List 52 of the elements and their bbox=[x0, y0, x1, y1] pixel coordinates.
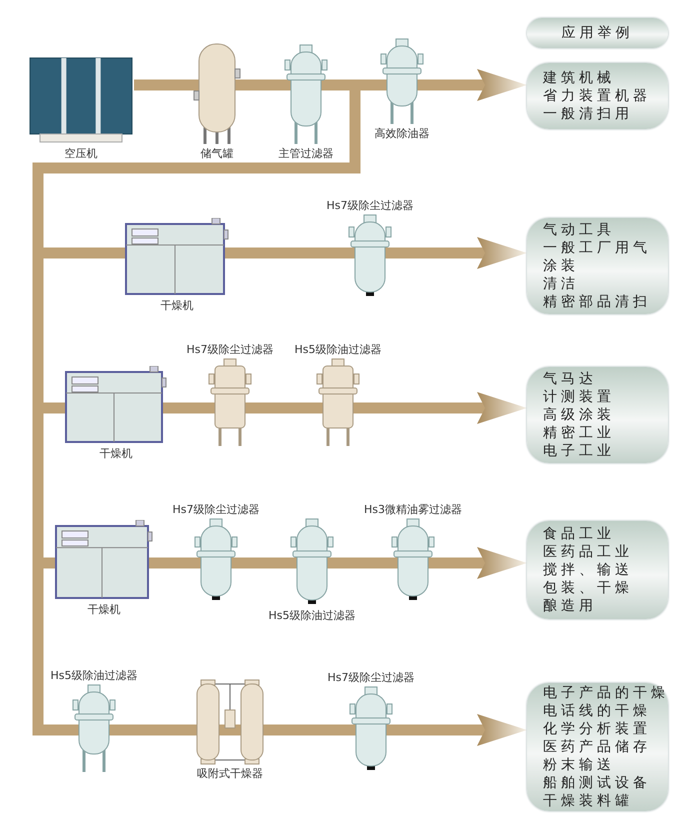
pipe-arrow bbox=[417, 714, 527, 746]
application-item: 高级涂装 bbox=[543, 406, 616, 424]
application-item: 粉末输送 bbox=[543, 756, 616, 774]
application-item: 气动工具 bbox=[543, 221, 616, 239]
application-item: 船舶测试设备 bbox=[543, 774, 652, 792]
application-panel bbox=[527, 521, 668, 619]
pipe-arrow bbox=[464, 547, 527, 579]
application-item: 酿造用 bbox=[543, 597, 598, 615]
equipment-label: Hs5级除油过滤器 bbox=[294, 342, 382, 358]
application-item: 化学分析装置 bbox=[543, 720, 652, 738]
application-item: 电子产品的干燥 bbox=[543, 684, 668, 702]
equipment-label: Hs7级除尘过滤器 bbox=[172, 502, 260, 518]
application-item: 搅拌、输送 bbox=[543, 561, 634, 579]
application-panel bbox=[527, 367, 668, 463]
equipment-label: Hs7级除尘过滤器 bbox=[327, 670, 414, 686]
equipment-label: 主管过滤器 bbox=[278, 146, 334, 162]
equipment-label: 储气罐 bbox=[200, 146, 234, 162]
application-item: 干燥装料罐 bbox=[543, 792, 634, 810]
application-item: 建筑机械 bbox=[543, 69, 616, 87]
equipment-label: 干燥机 bbox=[100, 446, 132, 462]
equipment-label: Hs3微精油雾过滤器 bbox=[364, 502, 462, 518]
application-item: 一般清扫用 bbox=[543, 105, 634, 123]
application-item: 食品工业 bbox=[543, 525, 616, 543]
application-panel bbox=[527, 218, 668, 314]
equipment-label: 干燥机 bbox=[160, 298, 194, 314]
application-item: 计测装置 bbox=[543, 388, 616, 406]
equipment-label: Hs7级除尘过滤器 bbox=[326, 198, 414, 214]
application-item: 清洁 bbox=[543, 275, 580, 293]
equipment-label: Hs7级除尘过滤器 bbox=[186, 342, 274, 358]
application-item: 精密部品清扫 bbox=[543, 293, 652, 311]
equipment-label: 吸附式干燥器 bbox=[197, 766, 263, 782]
application-item: 精密工业 bbox=[543, 424, 616, 442]
equipment-label: 干燥机 bbox=[88, 602, 120, 618]
application-item: 医药品工业 bbox=[543, 543, 634, 561]
application-item: 电话线的干燥 bbox=[543, 702, 652, 720]
application-panel bbox=[527, 683, 668, 811]
heading-banner: 应用举例 bbox=[527, 18, 668, 48]
application-item: 电子工业 bbox=[543, 442, 616, 460]
application-panel bbox=[527, 63, 668, 129]
application-item: 医药产品储存 bbox=[543, 738, 652, 756]
equipment-label: Hs5级除油过滤器 bbox=[50, 668, 138, 684]
application-item: 省力装置机器 bbox=[543, 87, 652, 105]
application-item: 涂装 bbox=[543, 257, 580, 275]
pipe-arrow bbox=[416, 237, 527, 269]
equipment-label: 空压机 bbox=[64, 146, 98, 162]
pipe-arrow bbox=[432, 69, 527, 101]
application-item: 一般工厂用气 bbox=[543, 239, 652, 257]
pipe-arrow bbox=[384, 392, 527, 424]
equipment-label: 高效除油器 bbox=[374, 126, 430, 142]
equipment-label: Hs5级除油过滤器 bbox=[268, 608, 356, 624]
application-item: 气马达 bbox=[543, 370, 598, 388]
application-item: 包装、干燥 bbox=[543, 579, 634, 597]
